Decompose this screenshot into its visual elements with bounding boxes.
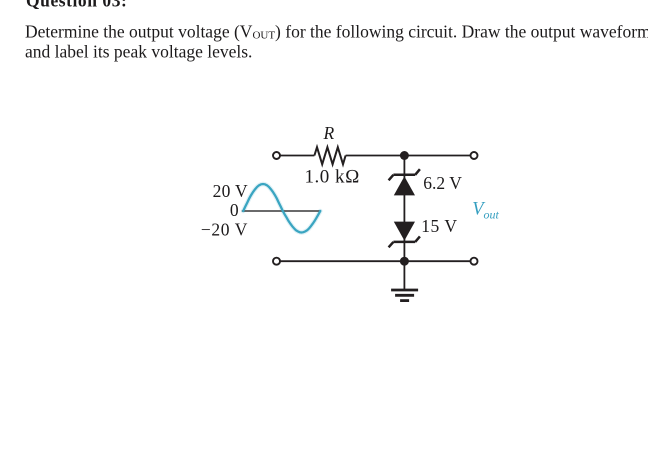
svg-text:1.0 kΩ: 1.0 kΩ <box>305 167 361 188</box>
svg-text:Determine the output voltage (: Determine the output voltage (VOUT) for … <box>25 22 648 42</box>
svg-text:and label its peak voltage lev: and label its peak voltage levels. <box>25 41 252 61</box>
svg-text:6.2 V: 6.2 V <box>423 173 462 193</box>
svg-text:−20 V: −20 V <box>201 219 248 239</box>
svg-text:20 V: 20 V <box>213 181 248 201</box>
svg-text:0: 0 <box>230 200 239 220</box>
svg-text:R: R <box>323 123 335 143</box>
svg-text:Question 03:: Question 03: <box>26 0 127 10</box>
svg-text:Vout: Vout <box>472 200 499 222</box>
svg-text:15 V: 15 V <box>421 216 457 236</box>
